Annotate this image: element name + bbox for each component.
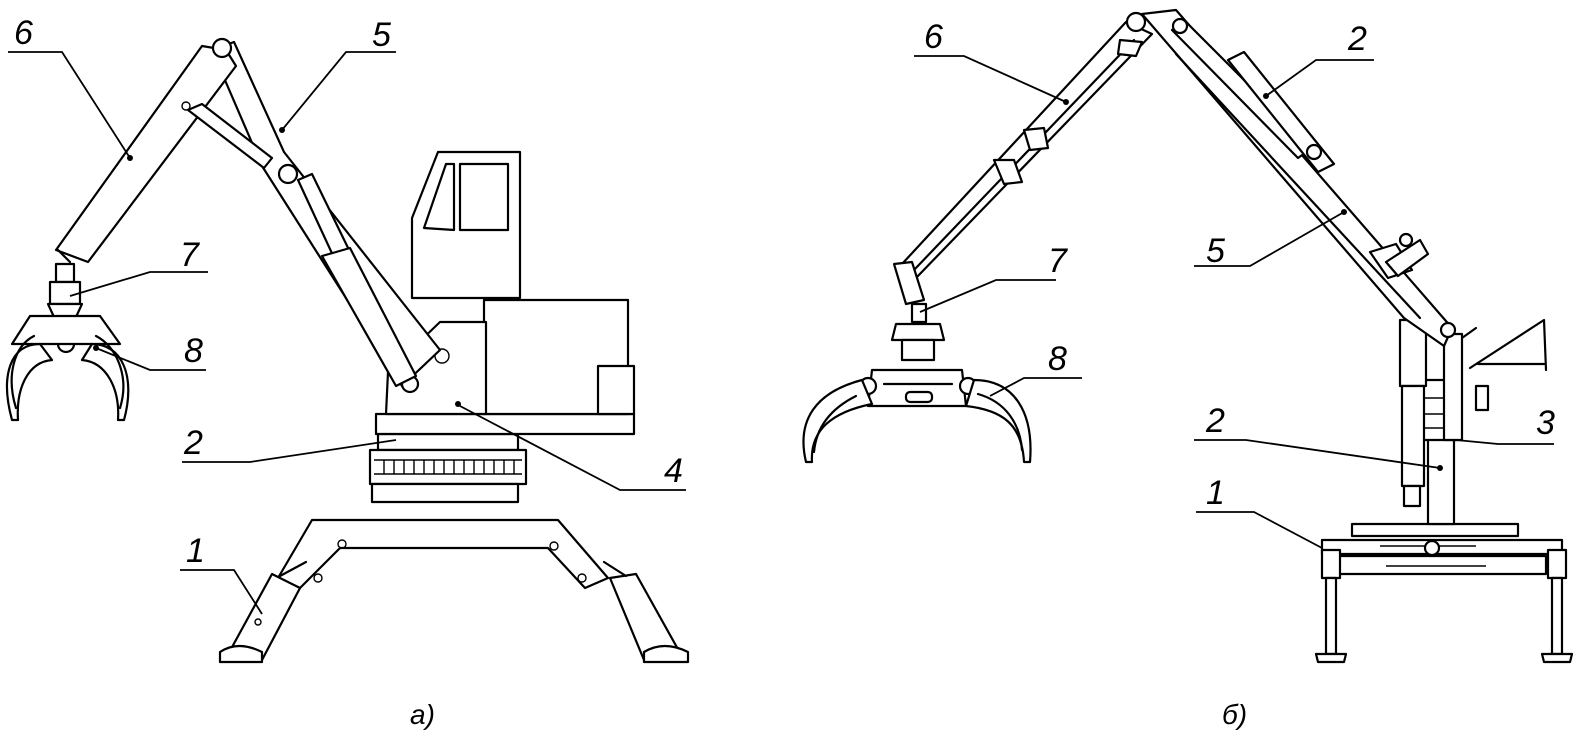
label-a-6: 6 [14,14,33,52]
figure-b-base [1314,522,1574,664]
figure-b-grapple [802,302,1032,464]
label-b-1: 1 [1206,474,1225,512]
figure-b-leaders [914,55,1554,549]
figure-b-column [1398,318,1548,526]
figure-b: 6 2 7 8 5 3 2 1 б) [802,8,1574,730]
caption-a: а) [410,699,435,730]
caption-b: б) [1222,699,1247,730]
figure-a-grapple [5,248,130,422]
figure-b-jib [892,11,1154,306]
label-a-8: 8 [184,332,203,370]
label-b-2-lower: 2 [1205,402,1225,440]
label-b-5: 5 [1206,232,1225,270]
figure-a-boom [54,37,442,394]
label-a-4: 4 [664,452,683,490]
label-a-1: 1 [186,532,205,570]
label-b-6: 6 [924,18,943,56]
figure-a: 6 5 7 8 2 4 1 а) [5,14,690,730]
figure-a-upper-structure [374,150,636,436]
label-b-2-upper: 2 [1347,20,1367,58]
figure-b-labels: 6 2 7 8 5 3 2 1 [924,18,1555,512]
figure-a-undercarriage [218,432,690,664]
figure-b-main-boom [1140,8,1457,348]
label-a-5: 5 [372,16,391,54]
label-b-8: 8 [1048,340,1067,378]
label-a-2: 2 [183,424,203,462]
figure-a-leaders [8,51,686,615]
figure-a-labels: 6 5 7 8 2 4 1 [14,14,683,570]
label-b-7: 7 [1048,242,1068,280]
figure-b-boom-cylinder [1170,17,1336,174]
label-b-3: 3 [1536,404,1555,442]
label-a-7: 7 [180,236,200,274]
